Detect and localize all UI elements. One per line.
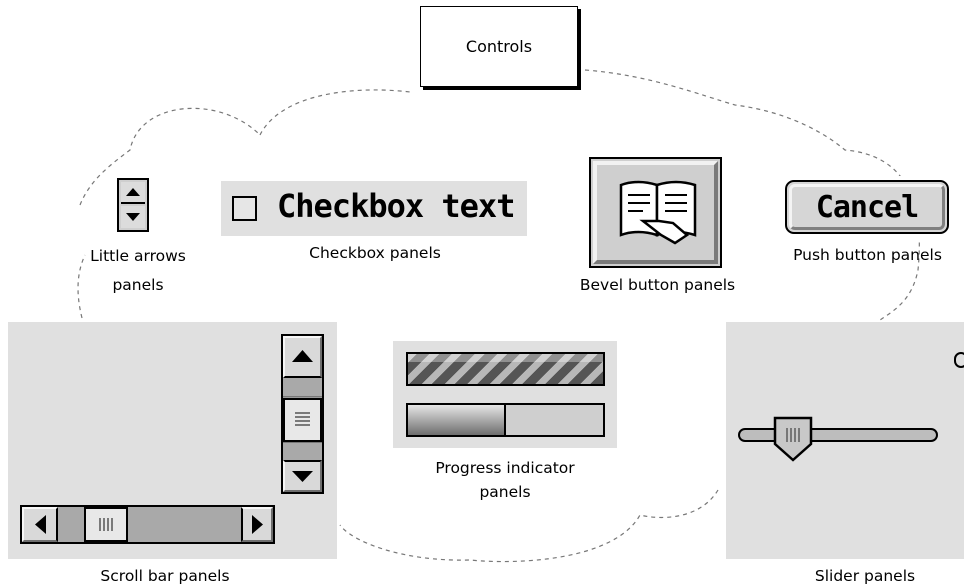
bevel-button-caption: Bevel button panels [579,276,736,294]
cancel-button-label: Cancel [815,189,919,225]
progress-caption-2: panels [479,483,531,501]
horizontal-track-left[interactable] [58,507,84,542]
slider-thumb-icon [773,416,813,462]
little-arrows-caption-1: Little arrows [90,247,186,265]
little-arrow-up[interactable] [121,182,145,204]
indeterminate-progress-bar [406,352,605,386]
vertical-track-upper[interactable] [283,378,322,397]
horizontal-scroll-bar[interactable] [20,505,275,544]
right-arrow-icon [252,515,263,534]
little-arrows-control[interactable] [117,178,149,232]
up-triangle-icon [126,188,140,196]
slider-thumb[interactable] [773,416,813,462]
progress-fill [408,405,506,435]
checkbox-caption: Checkbox panels [309,244,441,262]
slider-edge-marker [954,352,964,368]
vertical-scroll-thumb[interactable] [283,398,322,442]
scroll-down-button[interactable] [283,460,322,492]
horizontal-track-right[interactable] [128,507,241,542]
down-arrow-icon [292,471,313,482]
title-box: Controls [420,6,578,87]
slider-track[interactable] [738,428,938,442]
title-text: Controls [465,37,533,56]
up-arrow-icon [292,350,313,362]
progress-caption-1: Progress indicator [435,459,575,477]
scroll-right-button[interactable] [241,507,273,542]
checkbox-panel [221,181,527,236]
down-triangle-icon [126,213,140,221]
push-button-caption: Push button panels [793,246,942,264]
little-arrow-down[interactable] [121,206,145,228]
scroll-bar-caption: Scroll bar panels [100,567,230,585]
book-with-hand-icon [619,180,697,245]
vertical-scroll-bar[interactable] [281,334,324,494]
determinate-progress-bar [406,403,605,437]
scroll-left-button[interactable] [22,507,58,542]
vertical-track-lower[interactable] [283,442,322,461]
scroll-up-button[interactable] [283,336,322,378]
horizontal-scroll-thumb[interactable] [84,507,128,542]
bevel-button[interactable] [589,157,722,268]
checkbox-box[interactable] [232,196,257,221]
checkbox-text[interactable]: Checkbox text [277,187,515,225]
slider-caption: Slider panels [814,567,916,585]
little-arrows-caption-2: panels [112,276,164,294]
left-arrow-icon [35,515,46,534]
cancel-button[interactable]: Cancel [785,180,949,234]
